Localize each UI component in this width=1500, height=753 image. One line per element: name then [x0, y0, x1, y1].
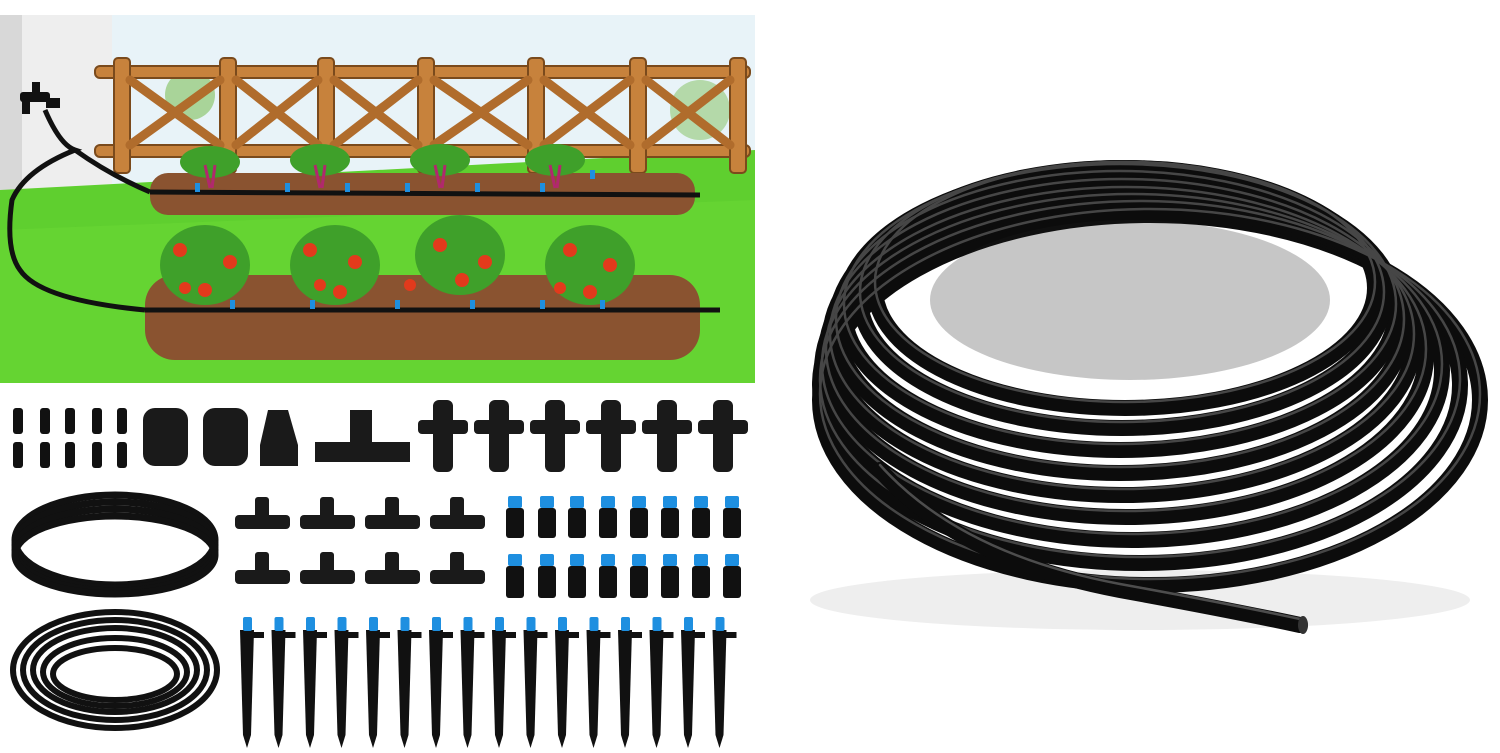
coiled-tubing [812, 160, 1488, 634]
stake-sprinkler-arm [535, 632, 548, 638]
stake-sprinkler [523, 630, 538, 748]
stake-sprinkler-arm [409, 632, 422, 638]
stake-sprinkler-arm [630, 632, 642, 638]
stake-sprinkler-cap [621, 617, 630, 631]
kit-illustration-svg [0, 0, 760, 748]
stake-sprinkler-arm [724, 632, 737, 638]
stake-sprinkler [460, 630, 475, 748]
stake-sprinkler-arm [252, 632, 264, 638]
stake-sprinkler-arm [567, 632, 579, 638]
end-caps [143, 408, 410, 466]
stake-sprinkler [366, 630, 380, 748]
stake-sprinkler-arm [472, 632, 485, 638]
large-tubing-coil [10, 609, 220, 731]
stake-sprinkler-cap [589, 617, 599, 631]
stake-sprinkler-cap [526, 617, 536, 631]
stake-sprinkler-cap [400, 617, 410, 631]
raised-bed-lower [145, 215, 720, 360]
stake-sprinkler-cap [274, 617, 284, 631]
tubing-coil-svg [760, 0, 1500, 753]
stake-sprinkler-cap [558, 617, 567, 631]
stake-sprinkler-cap [715, 617, 725, 631]
kit-parts-grid [10, 400, 748, 748]
stake-sprinklers [240, 617, 737, 748]
stake-sprinkler-cap [369, 617, 378, 631]
stake-sprinkler-cap [337, 617, 347, 631]
stake-sprinkler-cap [306, 617, 315, 631]
stake-sprinkler-cap [243, 617, 252, 631]
stake-sprinkler-cap [432, 617, 441, 631]
stake-sprinkler-arm [693, 632, 705, 638]
stake-sprinkler [681, 630, 695, 748]
stake-sprinkler-arm [378, 632, 390, 638]
stake-sprinkler [586, 630, 601, 748]
cross-connectors [418, 400, 748, 472]
kit-product-image [0, 0, 760, 748]
stake-sprinkler [271, 630, 286, 748]
stake-sprinkler [618, 630, 632, 748]
small-tubing-coil [11, 491, 219, 598]
adjustable-drippers [506, 496, 741, 598]
faucet-icon [20, 82, 60, 114]
stake-sprinkler-arm [346, 632, 359, 638]
stake-sprinkler [712, 630, 727, 748]
stake-sprinkler [492, 630, 506, 748]
stake-sprinkler [303, 630, 317, 748]
stake-sprinkler-arm [283, 632, 296, 638]
stake-sprinkler-cap [463, 617, 473, 631]
stake-sprinkler-arm [598, 632, 611, 638]
wooden-fence [94, 57, 751, 174]
garden-scene [0, 0, 760, 385]
raised-bed-upper [149, 144, 701, 215]
stake-sprinkler-arm [441, 632, 453, 638]
stake-sprinkler [397, 630, 412, 748]
tee-connectors [235, 497, 485, 584]
stake-sprinkler [649, 630, 664, 748]
goof-plugs [13, 408, 127, 468]
stake-sprinkler-arm [661, 632, 674, 638]
tubing-coil-image [760, 0, 1500, 753]
stake-sprinkler-cap [495, 617, 504, 631]
stake-sprinkler [429, 630, 443, 748]
stake-sprinkler-arm [315, 632, 327, 638]
stake-sprinkler [555, 630, 569, 748]
stake-sprinkler [334, 630, 349, 748]
stake-sprinkler-arm [504, 632, 516, 638]
stake-sprinkler-cap [684, 617, 693, 631]
stake-sprinkler [240, 630, 254, 748]
stake-sprinkler-cap [652, 617, 662, 631]
